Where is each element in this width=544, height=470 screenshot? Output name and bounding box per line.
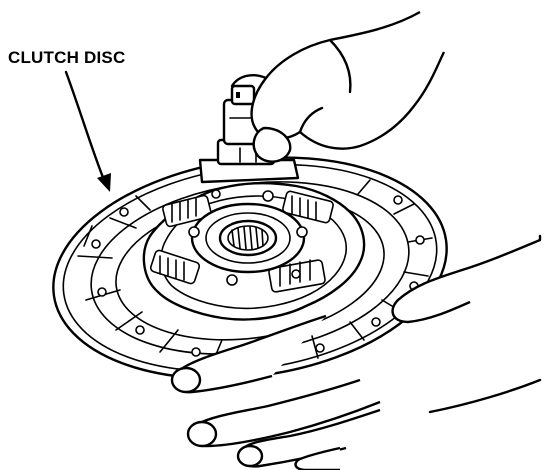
upper-hand [230,10,446,163]
damper-springs [149,190,334,293]
clutch-disc-label: CLUTCH DISC [8,48,126,67]
splined-hub [188,189,308,286]
callout-arrow [64,70,111,192]
right-hand [391,234,542,324]
lower-hands [170,314,542,470]
